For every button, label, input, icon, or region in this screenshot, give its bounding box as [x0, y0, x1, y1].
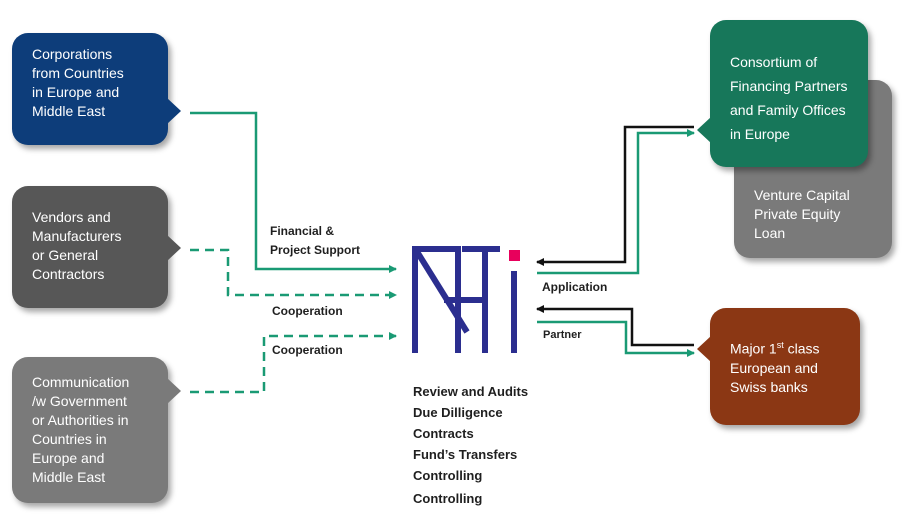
- vendors-box: Vendors and Manufacturers or General Con…: [12, 186, 168, 308]
- communication-box: Communication /w Government or Authoriti…: [12, 357, 168, 503]
- service-item: Controlling: [413, 491, 483, 506]
- venture-line-1: Venture Capital: [754, 187, 850, 203]
- consortium-box: Consortium of Financing Partners and Fam…: [710, 20, 868, 167]
- communication-line-1: Communication: [32, 374, 130, 390]
- banks-line-2: European and: [730, 359, 818, 376]
- cooperation-label-1: Cooperation: [272, 304, 343, 318]
- venture-line-3: Loan: [754, 225, 786, 241]
- banks-box: Major 1st class European and Swiss banks: [710, 308, 860, 425]
- communication-line-2: /w Government: [32, 393, 127, 409]
- banks-box-pointer: [697, 336, 711, 362]
- application-label: Application: [542, 280, 608, 294]
- arrow-consortium-to-nti: [536, 125, 694, 266]
- service-item: Controlling: [413, 468, 483, 483]
- consortium-line-2: Financing Partners: [730, 78, 848, 94]
- arrow-communication-to-nti: [190, 332, 397, 394]
- arrow-nti-to-banks: [537, 320, 695, 357]
- arrow-banks-to-nti: [536, 305, 694, 347]
- communication-line-5: Europe and: [32, 450, 105, 466]
- partner-label: Partner: [543, 329, 582, 341]
- consortium-line-3: and Family Offices: [730, 102, 846, 118]
- arrow-corporations-to-nti: [190, 111, 397, 273]
- consortium-line-1: Consortium of: [730, 54, 818, 70]
- arrow-vendors-to-nti: [190, 248, 397, 299]
- service-item: Contracts: [413, 426, 474, 441]
- consortium-box-pointer: [697, 117, 711, 143]
- consortium-line-4: in Europe: [730, 126, 790, 142]
- services-list: Review and Audits Due Dilligence Contrac…: [413, 384, 528, 512]
- service-item: Fund’s Transfers: [413, 447, 518, 462]
- nti-logo-icon: [412, 246, 520, 353]
- banks-line-1-prefix: Major 1: [730, 340, 777, 357]
- banks-line-1-suffix: class: [783, 340, 820, 357]
- service-item: Due Dilligence: [413, 405, 503, 420]
- cooperation-label-2: Cooperation: [272, 343, 343, 357]
- vendors-line-1: Vendors and: [32, 209, 111, 225]
- financial-support-label: Financial & Project Support: [270, 222, 360, 260]
- communication-box-pointer: [167, 378, 181, 404]
- venture-line-2: Private Equity: [754, 206, 841, 222]
- corporations-box: Corporations from Countries in Europe an…: [12, 33, 168, 145]
- banks-line-1-superscript: st: [776, 340, 784, 350]
- corporations-box-pointer: [167, 98, 181, 124]
- communication-line-3: or Authorities in: [32, 412, 129, 428]
- financial-support-label-line-2: Project Support: [270, 243, 361, 257]
- vendors-line-2: Manufacturers: [32, 228, 122, 244]
- communication-line-4: Countries in: [32, 431, 107, 447]
- vendors-line-3: or General: [32, 247, 99, 263]
- arrow-nti-to-consortium: [537, 129, 695, 275]
- corporations-line-2: from Countries: [32, 65, 124, 81]
- corporations-line-4: Middle East: [32, 103, 106, 119]
- corporations-line-1: Corporations: [32, 46, 113, 62]
- service-item: Review and Audits: [413, 384, 529, 399]
- vendors-line-4: Contractors: [32, 266, 105, 282]
- financial-support-label-line-1: Financial &: [270, 224, 335, 238]
- vendors-box-pointer: [167, 235, 181, 261]
- corporations-line-3: in Europe and: [32, 84, 120, 100]
- communication-line-6: Middle East: [32, 469, 106, 485]
- banks-line-1: Major 1st class: [730, 336, 850, 359]
- banks-line-3: Swiss banks: [730, 378, 808, 395]
